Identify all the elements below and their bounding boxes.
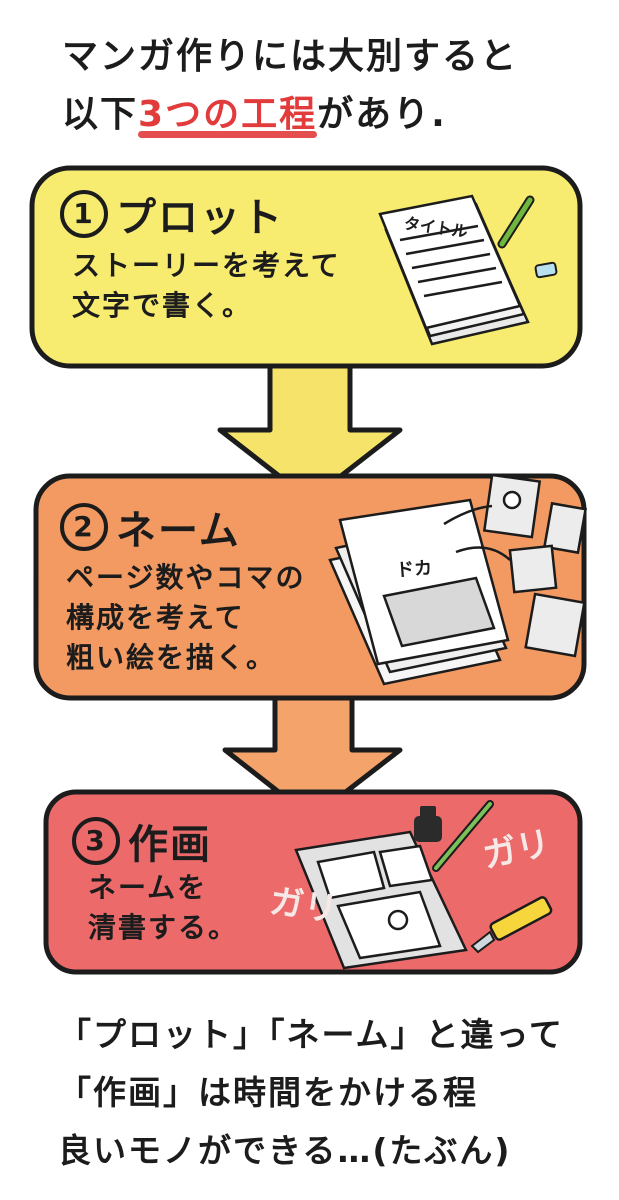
intro-line-2-suffix: があり. (317, 94, 447, 135)
stage-1-description: ストーリーを考えて 文字で書く。 (72, 249, 341, 322)
stage-3-description: ネームを 清書する。 (88, 871, 239, 944)
intro-highlight-text: 3つの工程 (138, 94, 318, 135)
reference-thumbnails-icon (443, 473, 588, 658)
ink-bottle-icon (414, 806, 442, 842)
outro-line-2: 「作画」は時間をかける程 (58, 1073, 478, 1112)
pencil-icon (497, 195, 535, 249)
arrow-1-icon (217, 363, 403, 503)
intro-line-2-prefix: 以下 (62, 94, 139, 135)
cutter-icon (470, 896, 553, 954)
stage-2-title-text: ネーム (116, 508, 241, 554)
arrow-2-icon (222, 695, 403, 821)
outro-text: 「プロット」「ネーム」と違って 「作画」は時間をかける程 良いモノができる…(た… (58, 1006, 598, 1180)
highlight-underline (138, 131, 318, 138)
intro-line-1: マンガ作りには大別すると (62, 36, 519, 77)
stage-2-description: ページ数やコマの 構成を考えて 粗い絵を描く。 (66, 561, 306, 674)
sound-effect-2: ガリ (267, 881, 340, 931)
stage-2-number: 2 (60, 503, 108, 551)
storyboard-sfx-label: ドカ (395, 557, 433, 582)
pen-icon (432, 800, 494, 872)
intro-highlight: 3つの工程 (138, 86, 318, 144)
stage-1-title-text: プロット (116, 195, 284, 241)
stage-1-number: 1 (60, 190, 108, 238)
stage-3-title-text: 作画 (128, 822, 212, 868)
outro-line-3: 良いモノができる…(たぶん) (58, 1131, 512, 1170)
outro-line-1: 「プロット」「ネーム」と違って (58, 1015, 564, 1054)
stage-3-number: 3 (72, 817, 120, 865)
storyboard-pages-icon (328, 498, 510, 686)
eraser-icon (534, 261, 558, 279)
inking-page-icon (294, 830, 468, 970)
paper-stack-icon (378, 194, 530, 346)
